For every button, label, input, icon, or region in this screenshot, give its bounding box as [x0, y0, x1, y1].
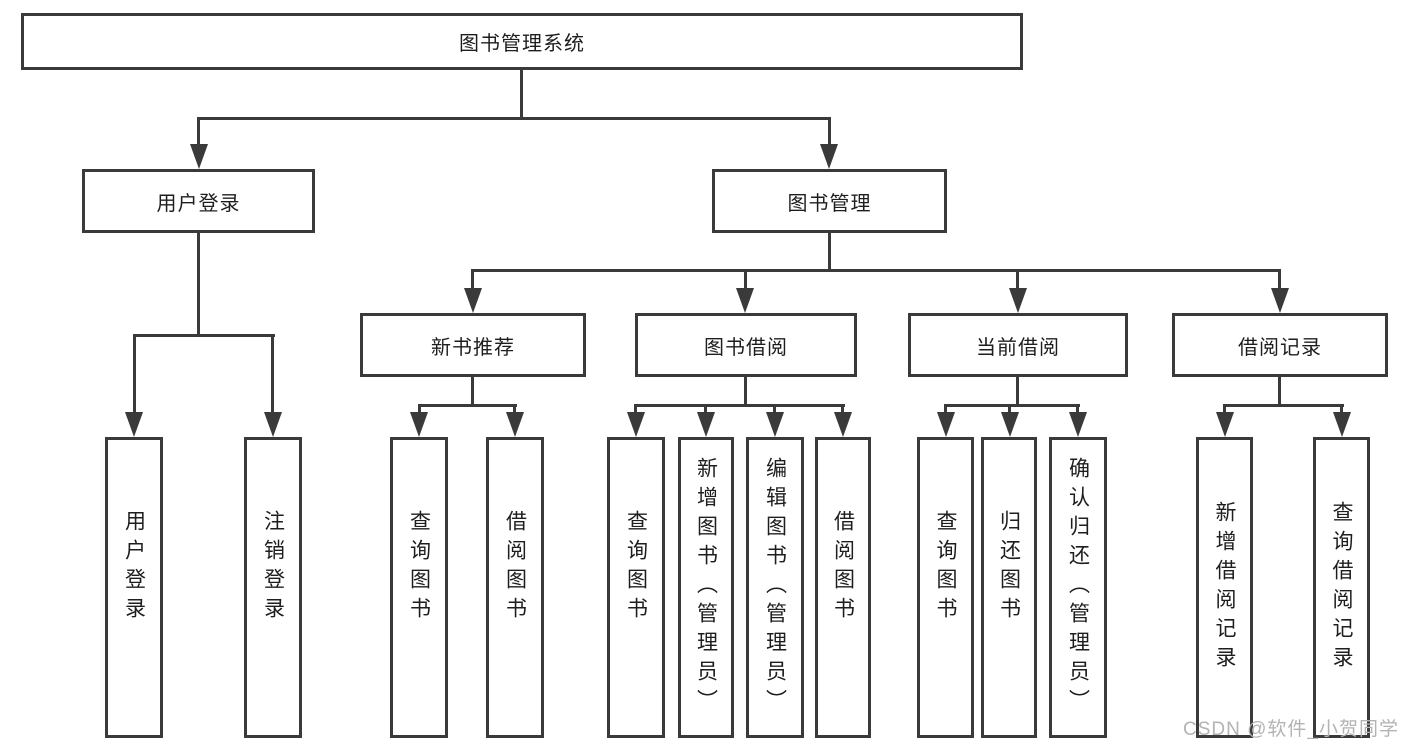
connector-borrowrecord-drop-1 — [1223, 404, 1226, 416]
arrow-down-icon — [834, 412, 852, 437]
node-new-book-label: 新书推荐 — [431, 336, 515, 359]
arrow-down-icon — [1069, 412, 1087, 437]
leaf-bookborrow-add-label: 新增图书（管理员） — [694, 457, 718, 718]
leaf-currentborrow-confirm-label: 确认归还（管理员） — [1066, 457, 1090, 718]
leaf-bookborrow-add: 新增图书（管理员） — [678, 437, 734, 738]
arrow-down-icon — [937, 412, 955, 437]
connector-root-stem — [520, 70, 523, 120]
leaf-record-add: 新增借阅记录 — [1196, 437, 1253, 738]
leaf-logout-label: 注销登录 — [261, 509, 285, 626]
connector-newbook-stem — [471, 377, 474, 406]
arrow-down-icon — [125, 412, 143, 437]
node-borrow-record: 借阅记录 — [1172, 313, 1388, 377]
connector-bookborrow-drop-1 — [634, 404, 637, 416]
leaf-bookborrow-borrow: 借阅图书 — [815, 437, 871, 738]
connector-currentborrow-drop-1 — [944, 404, 947, 416]
leaf-bookborrow-borrow-label: 借阅图书 — [831, 509, 855, 626]
arrow-down-icon — [1333, 412, 1351, 437]
connector-bookmgmt-branch — [471, 269, 1281, 272]
connector-bookborrow-branch — [635, 404, 845, 407]
connector-bookborrow-drop-4 — [841, 404, 844, 416]
connector-userlogin-branch — [133, 334, 275, 337]
node-root-label: 图书管理系统 — [459, 33, 585, 55]
leaf-currentborrow-query-label: 查询图书 — [934, 509, 957, 626]
leaf-newbook-borrow: 借阅图书 — [486, 437, 544, 738]
connector-root-drop-left — [197, 117, 200, 149]
connector-bookmgmt-stem — [828, 233, 831, 271]
arrow-down-icon — [1009, 288, 1027, 313]
connector-userlogin-stem — [197, 233, 200, 336]
connector-bookborrow-drop-2 — [704, 404, 707, 416]
node-current-borrow-label: 当前借阅 — [976, 336, 1060, 359]
node-current-borrow: 当前借阅 — [908, 313, 1128, 377]
connector-bookborrow-drop-3 — [773, 404, 776, 416]
node-user-login-label: 用户登录 — [156, 192, 241, 215]
node-book-mgmt: 图书管理 — [712, 169, 947, 233]
connector-bookborrow-stem — [744, 377, 747, 406]
arrow-down-icon — [264, 412, 282, 437]
connector-bookmgmt-drop-2 — [744, 269, 747, 291]
leaf-newbook-borrow-label: 借阅图书 — [503, 509, 527, 626]
connector-root-drop-right — [828, 117, 831, 149]
connector-userlogin-drop-left — [133, 334, 136, 416]
arrow-down-icon — [506, 412, 524, 437]
arrow-down-icon — [1271, 288, 1289, 313]
node-root: 图书管理系统 — [21, 13, 1023, 70]
arrow-down-icon — [1001, 412, 1019, 437]
connector-bookmgmt-drop-3 — [1016, 269, 1019, 291]
leaf-currentborrow-query: 查询图书 — [917, 437, 974, 738]
leaf-user-login: 用户登录 — [105, 437, 163, 738]
connector-newbook-branch — [418, 404, 517, 407]
connector-userlogin-drop-right — [271, 334, 274, 416]
leaf-newbook-query: 查询图书 — [390, 437, 448, 738]
connector-currentborrow-stem — [1016, 377, 1019, 406]
leaf-bookborrow-query-label: 查询图书 — [624, 509, 648, 626]
connector-root-branch — [197, 117, 831, 120]
arrow-down-icon — [410, 412, 428, 437]
arrow-down-icon — [766, 412, 784, 437]
node-book-mgmt-label: 图书管理 — [787, 192, 872, 215]
node-book-borrow-label: 图书借阅 — [704, 336, 788, 359]
arrow-down-icon — [1216, 412, 1234, 437]
leaf-bookborrow-query: 查询图书 — [607, 437, 665, 738]
leaf-currentborrow-confirm: 确认归还（管理员） — [1049, 437, 1107, 738]
arrow-down-icon — [464, 288, 482, 313]
leaf-bookborrow-edit: 编辑图书（管理员） — [746, 437, 804, 738]
leaf-bookborrow-edit-label: 编辑图书（管理员） — [763, 457, 787, 718]
leaf-user-login-label: 用户登录 — [122, 509, 146, 626]
arrow-down-icon — [697, 412, 715, 437]
leaf-record-add-label: 新增借阅记录 — [1213, 500, 1236, 675]
connector-borrowrecord-stem — [1278, 377, 1281, 406]
connector-bookmgmt-drop-4 — [1278, 269, 1281, 291]
leaf-currentborrow-return: 归还图书 — [981, 437, 1037, 738]
leaf-logout: 注销登录 — [244, 437, 302, 738]
arrow-down-icon — [736, 288, 754, 313]
leaf-record-query-label: 查询借阅记录 — [1330, 500, 1353, 675]
node-new-book: 新书推荐 — [360, 313, 586, 377]
node-borrow-record-label: 借阅记录 — [1238, 336, 1322, 359]
leaf-record-query: 查询借阅记录 — [1313, 437, 1370, 738]
node-user-login: 用户登录 — [82, 169, 315, 233]
leaf-currentborrow-return-label: 归还图书 — [997, 509, 1021, 626]
arrow-down-icon — [627, 412, 645, 437]
connector-newbook-drop-1 — [418, 404, 421, 416]
connector-newbook-drop-2 — [513, 404, 516, 416]
node-book-borrow: 图书借阅 — [635, 313, 857, 377]
arrow-down-icon — [190, 144, 208, 169]
connector-currentborrow-branch — [944, 404, 1080, 407]
connector-currentborrow-drop-2 — [1008, 404, 1011, 416]
arrow-down-icon — [820, 144, 838, 169]
connector-borrowrecord-branch — [1223, 404, 1344, 407]
csdn-watermark: CSDN @软件_小贺同学 — [1183, 719, 1399, 740]
connector-borrowrecord-drop-2 — [1340, 404, 1343, 416]
connector-currentborrow-drop-3 — [1076, 404, 1079, 416]
leaf-newbook-query-label: 查询图书 — [407, 509, 431, 626]
connector-bookmgmt-drop-1 — [471, 269, 474, 291]
